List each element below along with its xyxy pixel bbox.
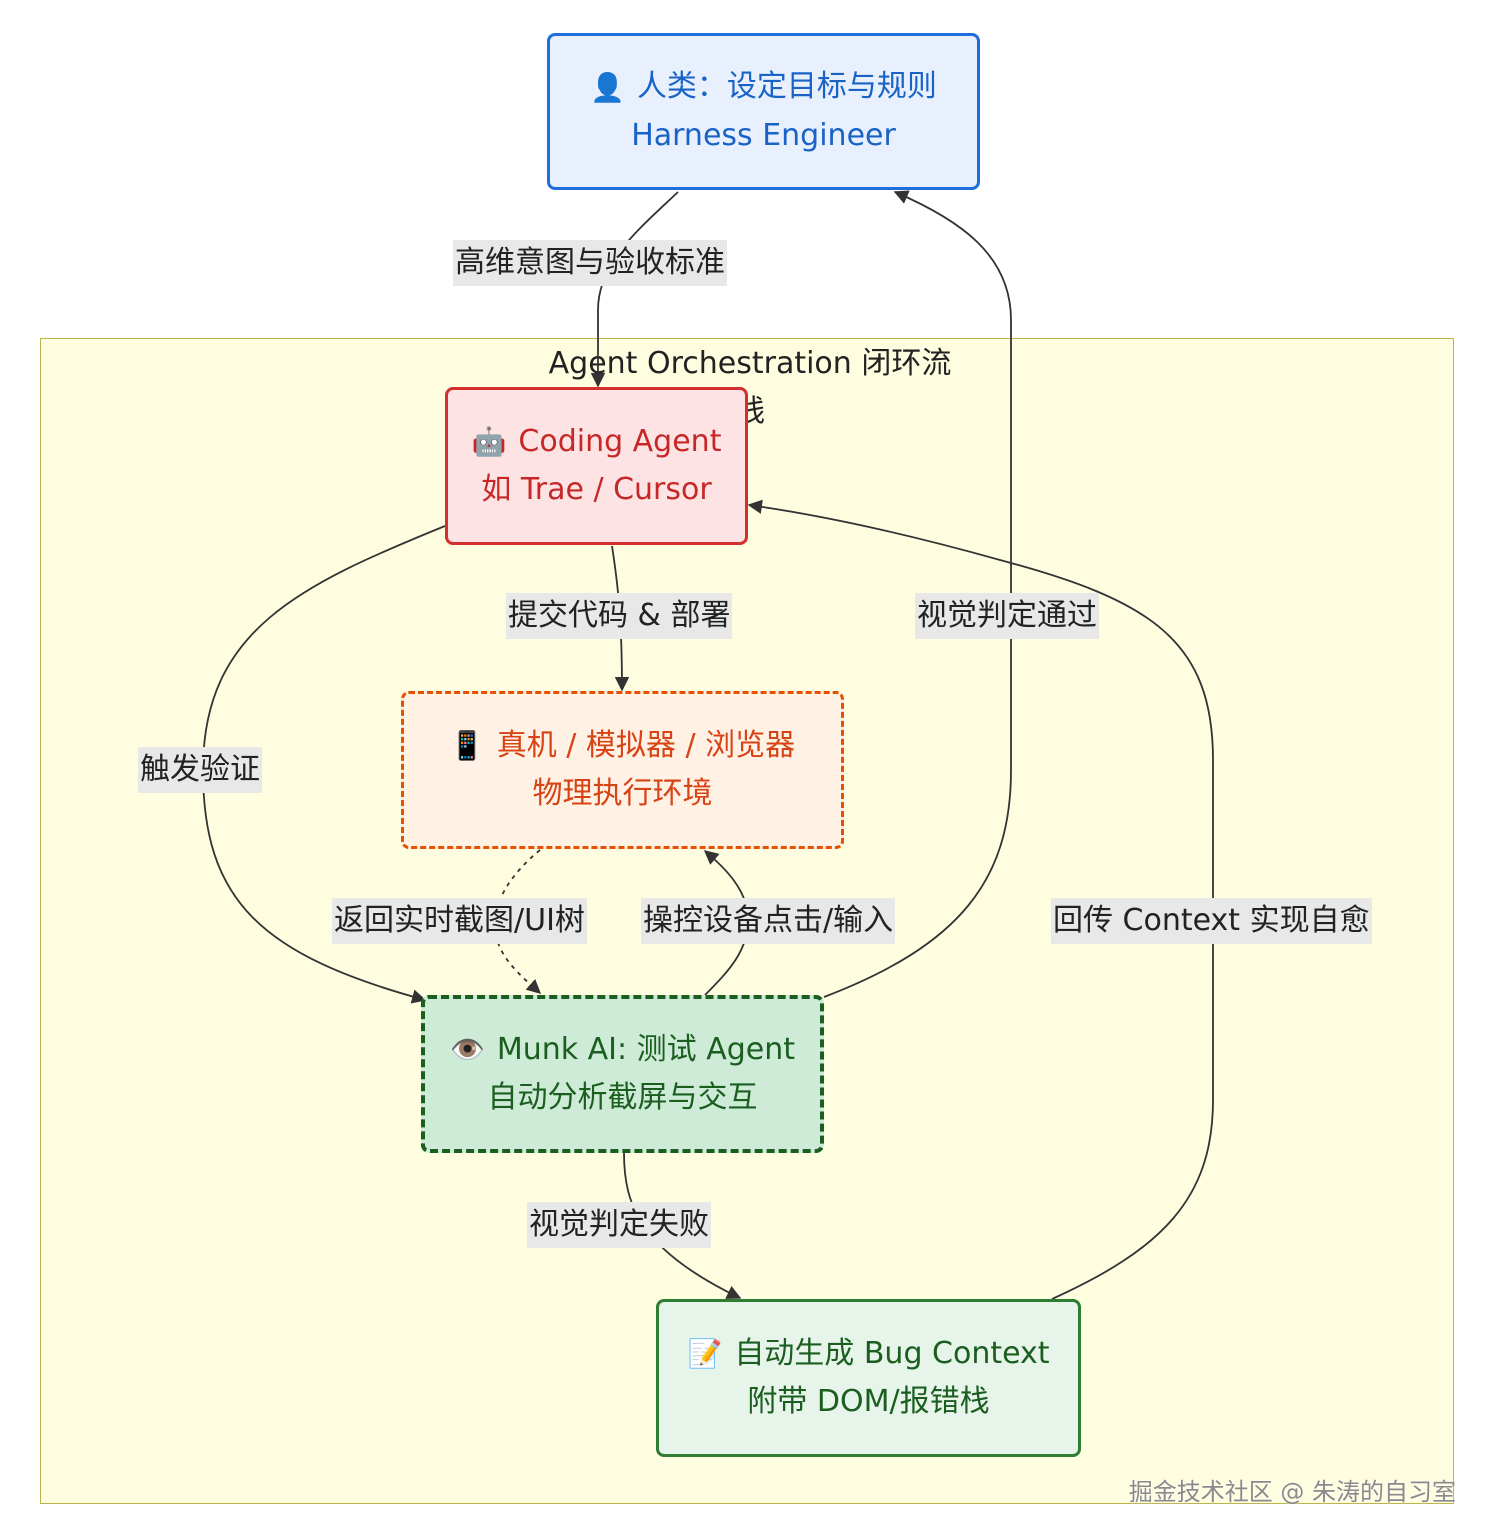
eye-icon: 👁️ [449, 1033, 485, 1067]
edge-label-control: 操控设备点击/输入 [641, 898, 896, 944]
memo-icon: 📝 [687, 1337, 723, 1371]
node-device-subtitle: 物理执行环境 [532, 776, 713, 812]
node-human-title: 人类：设定目标与规则 [636, 69, 937, 105]
node-munk-title: Munk AI: 测试 Agent [496, 1031, 796, 1067]
edge-label-intent: 高维意图与验收标准 [453, 240, 727, 286]
edge-label-pass: 视觉判定通过 [915, 593, 1099, 639]
node-munk-ai: 👁️ Munk AI: 测试 Agent 自动分析截屏与交互 [421, 995, 824, 1153]
node-bug-title: 自动生成 Bug Context [734, 1335, 1050, 1371]
robot-icon: 🤖 [471, 425, 507, 459]
node-bug-context: 📝 自动生成 Bug Context 附带 DOM/报错栈 [656, 1299, 1081, 1457]
node-device: 📱 真机 / 模拟器 / 浏览器 物理执行环境 [401, 691, 844, 849]
edge-label-trigger: 触发验证 [138, 747, 262, 793]
phone-icon: 📱 [449, 729, 485, 763]
node-munk-subtitle: 自动分析截屏与交互 [487, 1080, 758, 1116]
edge-label-screenshot: 返回实时截图/UI树 [332, 898, 587, 944]
node-bug-subtitle: 附带 DOM/报错栈 [747, 1384, 990, 1420]
cluster-title: Agent Orchestration 闭环流线 [548, 346, 952, 429]
edge-pass [823, 190, 1012, 998]
node-coding-agent: 🤖 Coding Agent 如 Trae / Cursor [445, 387, 748, 545]
node-device-title: 真机 / 模拟器 / 浏览器 [496, 727, 796, 763]
watermark: 掘金技术社区 @ 朱涛的自习室 [1128, 1478, 1456, 1506]
node-human-subtitle: Harness Engineer [631, 117, 896, 153]
node-coding-subtitle: 如 Trae / Cursor [481, 472, 712, 508]
edge-context [747, 499, 1214, 1300]
node-coding-title: Coding Agent [518, 423, 722, 459]
edge-label-fail: 视觉判定失败 [527, 1202, 711, 1248]
edge-label-context: 回传 Context 实现自愈 [1051, 898, 1372, 944]
edge-label-commit: 提交代码 & 部署 [506, 593, 733, 639]
node-human: 👤 人类：设定目标与规则 Harness Engineer [547, 33, 980, 190]
person-icon: 👤 [590, 70, 625, 104]
edge-intent [590, 191, 679, 388]
